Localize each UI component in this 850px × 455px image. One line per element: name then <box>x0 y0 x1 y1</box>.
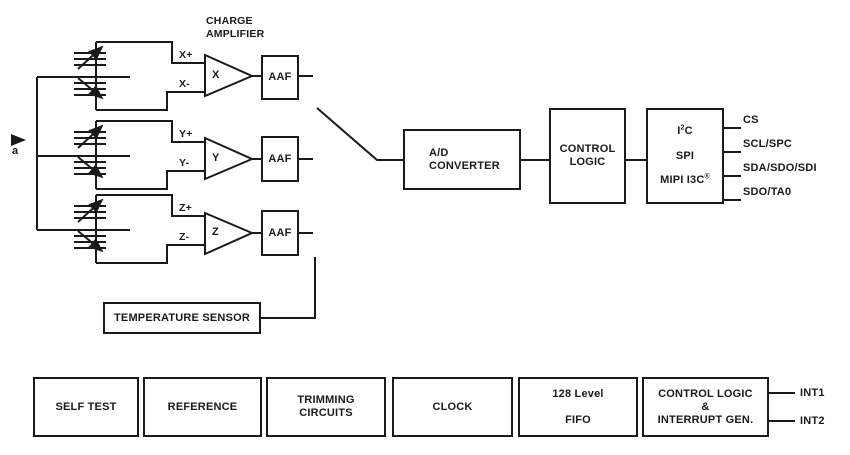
int1-pin-label: INT1 <box>800 387 825 399</box>
sense-bus-wires <box>36 76 130 231</box>
serial-interface-block: I2C SPI MIPI I3C® <box>646 108 724 204</box>
y-aaf-block: AAF <box>261 136 299 182</box>
temperature-sensor-block: TEMPERATURE SENSOR <box>103 302 261 334</box>
reference-block: REFERENCE <box>143 377 262 437</box>
int2-pin-label: INT2 <box>800 415 825 427</box>
variable-capacitor-icon <box>74 124 106 179</box>
z-plus-label: Z+ <box>179 202 192 214</box>
temperature-sensor-wire <box>261 257 316 319</box>
interrupt-pin-stubs <box>769 392 795 422</box>
z-amp-label: Z <box>212 226 219 238</box>
interrupt-generator-block: CONTROL LOGIC & INTERRUPT GEN. <box>642 377 769 437</box>
mipi-label: MIPI I3C® <box>660 173 710 186</box>
acceleration-label: a <box>12 145 19 157</box>
cs-pin-label: CS <box>743 114 759 126</box>
z-aaf-block: AAF <box>261 210 299 256</box>
x-aaf-block: AAF <box>261 55 299 100</box>
variable-capacitor-icon <box>74 198 106 253</box>
x-sense-cell <box>74 41 313 111</box>
sda-sdo-sdi-pin-label: SDA/SDO/SDI <box>743 162 817 174</box>
amplifier-triangle-icon <box>204 136 255 181</box>
spi-label: SPI <box>675 149 695 162</box>
y-sense-cell <box>74 120 313 190</box>
self-test-block: SELF TEST <box>33 377 139 437</box>
z-minus-label: Z- <box>179 231 190 243</box>
amplifier-triangle-icon <box>204 53 255 98</box>
clock-block: CLOCK <box>392 377 513 437</box>
adc-block: A/D CONVERTER <box>403 129 521 190</box>
x-amp-label: X <box>212 69 220 81</box>
serial-pin-stubs <box>724 127 741 201</box>
variable-capacitor-icon <box>74 45 106 100</box>
sdo-ta0-pin-label: SDO/TA0 <box>743 186 792 198</box>
control-logic-block: CONTROL LOGIC <box>549 108 626 204</box>
y-amp-label: Y <box>212 152 220 164</box>
y-plus-label: Y+ <box>179 128 193 140</box>
scl-spc-pin-label: SCL/SPC <box>743 138 793 150</box>
x-plus-label: X+ <box>179 49 193 61</box>
y-minus-label: Y- <box>179 157 190 169</box>
charge-amplifier-title: CHARGE AMPLIFIER <box>206 15 265 40</box>
mux-switch-wire <box>316 107 403 161</box>
x-minus-label: X- <box>179 78 190 90</box>
amplifier-triangle-icon <box>204 211 255 256</box>
z-sense-cell <box>74 194 313 264</box>
trimming-circuits-block: TRIMMING CIRCUITS <box>266 377 386 437</box>
fifo-block: 128 Level FIFO <box>518 377 638 437</box>
i2c-label: I2C <box>677 124 693 138</box>
